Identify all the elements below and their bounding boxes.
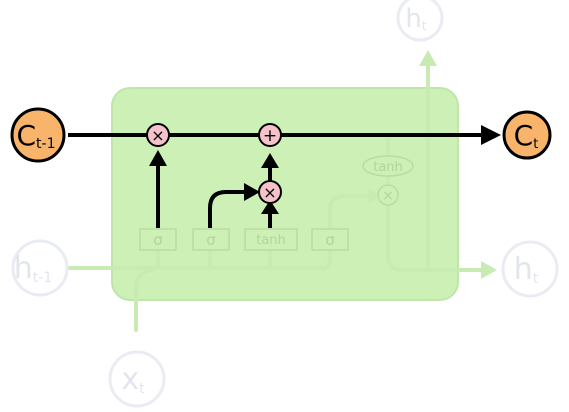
arrow-head-top-ht bbox=[419, 50, 437, 66]
output-multiply-label: × bbox=[382, 188, 394, 204]
arrow-head-forget bbox=[149, 150, 167, 166]
input-gate-box bbox=[192, 228, 230, 251]
input-gate-label: σ bbox=[206, 231, 216, 249]
arrow-head-input bbox=[244, 183, 260, 201]
candidate-gate-box bbox=[244, 228, 298, 251]
h-next-right-node-label: ht bbox=[514, 252, 539, 287]
candidate-gate-label: tanh bbox=[256, 233, 286, 248]
h-next-top-node bbox=[396, 0, 444, 42]
h-next-right-node bbox=[501, 240, 559, 298]
output-multiply-circle bbox=[377, 184, 399, 206]
c-prev-node-label: Ct-1 bbox=[16, 119, 55, 152]
arrow-head-add bbox=[261, 153, 279, 168]
arrow-head-right-ht bbox=[481, 261, 497, 279]
c-next-node-label: Ct bbox=[514, 119, 539, 152]
forget-multiply-label: × bbox=[151, 126, 164, 145]
cell-tanh-ellipse bbox=[362, 155, 414, 177]
input-multiply-circle bbox=[258, 180, 282, 204]
cell-tanh-label: tanh bbox=[373, 160, 403, 175]
x-input-node bbox=[108, 350, 166, 408]
c-prev-node bbox=[10, 107, 66, 163]
arrow-head-candidate bbox=[261, 200, 279, 214]
forget-gate-label: σ bbox=[153, 231, 163, 249]
cell-add-circle bbox=[258, 123, 282, 147]
output-gate-box bbox=[311, 228, 349, 251]
forget-gate-box bbox=[139, 228, 177, 251]
arrow-head-cell-state bbox=[481, 125, 501, 145]
cell-add-label: + bbox=[263, 126, 277, 146]
input-multiply-label: × bbox=[263, 183, 276, 202]
h-prev-node-label: ht-1 bbox=[14, 251, 52, 286]
forget-multiply-circle bbox=[146, 123, 170, 147]
output-gate-label: σ bbox=[325, 231, 335, 249]
h-prev-node bbox=[11, 239, 69, 297]
gate-boxes bbox=[139, 228, 349, 251]
x-input-node-label: xt bbox=[121, 362, 145, 397]
h-next-top-node-label: ht bbox=[405, 4, 426, 34]
arrow-head-output-multiply bbox=[369, 189, 380, 203]
c-next-node bbox=[502, 110, 552, 160]
